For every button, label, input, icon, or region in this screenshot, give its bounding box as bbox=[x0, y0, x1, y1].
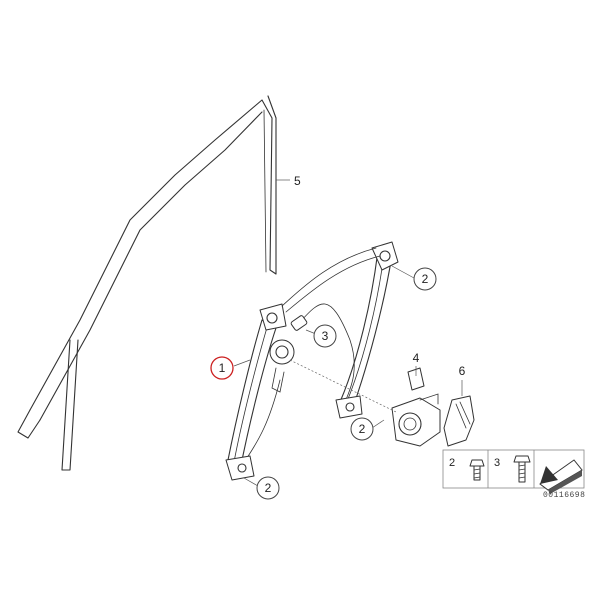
callout-2-middle: 2 bbox=[350, 417, 374, 441]
legend-item-2-label: 2 bbox=[449, 457, 455, 469]
fastener-legend: 2 3 bbox=[442, 449, 585, 494]
callout-1-label: 1 bbox=[219, 361, 226, 375]
window-regulator bbox=[225, 241, 399, 481]
window-motor bbox=[391, 367, 441, 447]
callout-6: 6 bbox=[459, 364, 466, 378]
callout-5: 5 bbox=[294, 174, 301, 188]
motor-cover bbox=[443, 395, 475, 447]
legend-item-3-label: 3 bbox=[494, 457, 500, 469]
callout-1: 1 bbox=[210, 356, 234, 380]
bolt-icon bbox=[513, 455, 531, 483]
direction-arrow-icon bbox=[539, 459, 583, 494]
callout-2-upper-label: 2 bbox=[422, 272, 429, 286]
window-channel-seal bbox=[17, 95, 277, 471]
callout-2-lower: 2 bbox=[256, 476, 280, 500]
hex-nut-icon bbox=[469, 459, 485, 481]
callout-3-label: 3 bbox=[322, 329, 329, 343]
callout-2-middle-label: 2 bbox=[359, 422, 366, 436]
callout-5-label: 5 bbox=[294, 174, 301, 188]
callout-3: 3 bbox=[313, 324, 337, 348]
reference-number: 00116698 bbox=[543, 491, 585, 500]
callout-2-upper: 2 bbox=[413, 267, 437, 291]
callout-2-lower-label: 2 bbox=[265, 481, 272, 495]
callout-6-label: 6 bbox=[459, 364, 466, 378]
callout-4-label: 4 bbox=[413, 351, 420, 365]
callout-4: 4 bbox=[413, 351, 420, 365]
